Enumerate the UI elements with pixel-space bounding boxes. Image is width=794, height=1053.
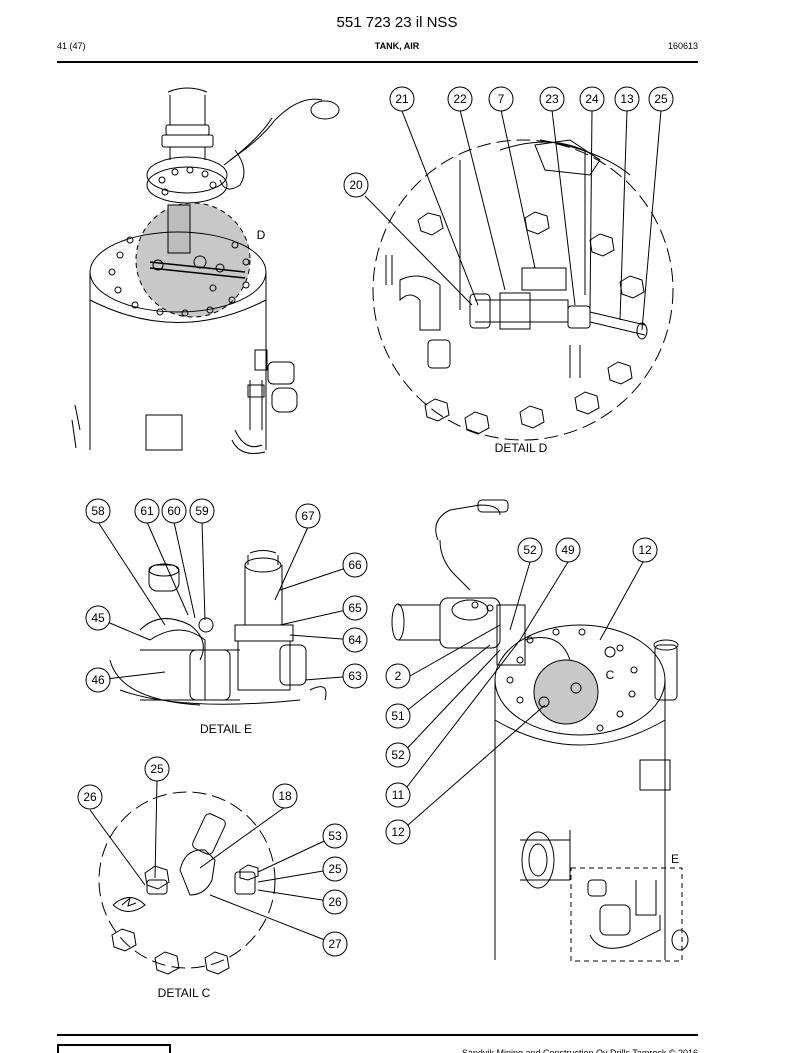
callouts-main-tank: [385, 537, 658, 845]
callouts-detail-e: [85, 498, 368, 693]
section-title: TANK, AIR: [374, 41, 420, 51]
callout-label: 61: [140, 504, 154, 518]
callout-label: 22: [453, 92, 467, 106]
footer-rule: [57, 1034, 698, 1036]
callouts-detail-c: [77, 756, 348, 957]
callout-label: 45: [91, 611, 105, 625]
footer-copyright: Sandvik Mining and Construction Oy Drill…: [461, 1048, 698, 1053]
callout-label: 2: [395, 669, 402, 683]
callout-label: 25: [328, 862, 342, 876]
callout-label: 21: [395, 92, 409, 106]
callout-label: 60: [167, 504, 181, 518]
callouts-detail-d: [343, 86, 674, 198]
callout-label: 20: [349, 178, 363, 192]
detail-d-marker: D: [257, 228, 266, 242]
callout-label: 46: [91, 673, 105, 687]
callout-label: 65: [348, 601, 362, 615]
tank-top-view: [71, 87, 340, 454]
detail-c-view: [89, 779, 336, 975]
callout-label: 49: [561, 543, 575, 557]
callout-label: 58: [91, 504, 105, 518]
callout-label: 52: [523, 543, 537, 557]
callout-label: 67: [301, 509, 315, 523]
callout-label: 25: [654, 92, 668, 106]
callout-label: 25: [150, 762, 164, 776]
detail-d-view: [364, 109, 674, 441]
tank-side-view: [391, 499, 689, 962]
callout-label: 64: [348, 633, 362, 647]
header-rule: [57, 61, 698, 63]
detail-e-marker: E: [671, 852, 679, 866]
detail-e-view: [97, 521, 356, 706]
callout-label: 12: [638, 543, 652, 557]
callout-label: 63: [348, 669, 362, 683]
detail-c-caption: DETAIL C: [158, 986, 211, 1000]
callout-label: 59: [195, 504, 209, 518]
callout-label: 11: [392, 788, 405, 802]
callout-label: 24: [585, 92, 599, 106]
callout-label: 23: [545, 92, 559, 106]
document-number: 551 723 23 il NSS: [336, 14, 458, 31]
callout-label: 52: [391, 748, 405, 762]
date-code: 160613: [667, 41, 698, 51]
detail-c-marker: C: [606, 668, 615, 682]
callout-label: 13: [620, 92, 634, 106]
callout-label: 26: [83, 790, 97, 804]
callout-label: 26: [328, 895, 342, 909]
callout-label: 66: [348, 558, 362, 572]
page-number: 41 (47): [57, 41, 86, 51]
detail-d-caption: DETAIL D: [495, 441, 548, 455]
callout-label: 27: [328, 937, 342, 951]
callout-label: 7: [498, 92, 505, 106]
callout-label: 53: [328, 829, 342, 843]
callout-label: 51: [391, 709, 405, 723]
sandvik-logo: [57, 1044, 171, 1053]
callout-label: 18: [278, 789, 292, 803]
detail-e-caption: DETAIL E: [200, 722, 252, 736]
callout-label: 12: [391, 825, 405, 839]
